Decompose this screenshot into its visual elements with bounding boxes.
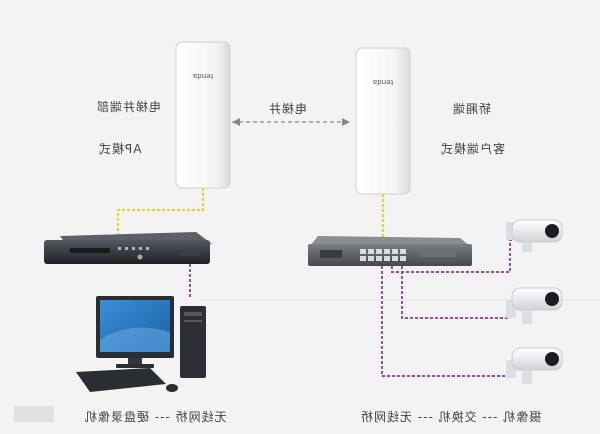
wireless-link-arrow-left xyxy=(232,118,240,126)
left-end-label: 电梯井端部 xyxy=(96,100,162,114)
wireless-link-arrow-right xyxy=(342,118,350,126)
right-caption: 摄像机 --- 交换机 --- 无线网桥 xyxy=(360,410,542,424)
camera-3 xyxy=(506,347,563,384)
link-switch-camera-3 xyxy=(381,266,508,377)
car-end-label: 轿厢端 xyxy=(452,102,492,116)
camera-1 xyxy=(506,219,563,252)
link-bridge-left-nvr xyxy=(116,188,205,244)
bridge-left: tenda xyxy=(175,41,231,189)
shaft-label: 电梯井 xyxy=(268,102,308,116)
ap-mode-label: AP模式 xyxy=(98,142,142,156)
desktop-computer xyxy=(76,296,206,392)
bridge-right: tenda xyxy=(355,47,411,195)
client-mode-label: 客户端模式 xyxy=(440,142,506,156)
camera-2 xyxy=(506,287,563,324)
watermark-logo xyxy=(14,406,54,422)
bridge-left-brand: tenda xyxy=(193,72,213,80)
network-switch xyxy=(308,236,472,266)
bridge-right-brand: tenda xyxy=(373,78,393,86)
link-switch-camera-2 xyxy=(401,266,508,319)
left-caption: 无线网桥 --- 硬盘录像机 xyxy=(84,410,227,424)
nvr-device xyxy=(44,232,212,264)
